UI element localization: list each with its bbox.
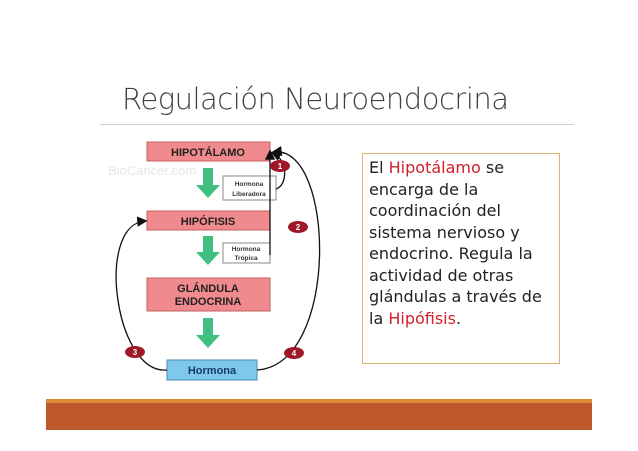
title-divider	[100, 124, 574, 125]
step-badges: 1 2 3 4	[125, 160, 308, 359]
description-box: El Hipotálamo se encarga de la coordinac…	[362, 153, 560, 364]
text-part: .	[455, 308, 462, 328]
svg-text:4: 4	[292, 349, 297, 358]
svg-text:1: 1	[278, 162, 283, 171]
slide-title: Regulación Neuroendocrina	[122, 82, 509, 116]
svg-text:HIPÓFISIS: HIPÓFISIS	[181, 215, 235, 228]
footer-bar	[46, 399, 592, 430]
svg-text:Trópica: Trópica	[234, 255, 258, 262]
hipofisis-box: HIPÓFISIS	[146, 210, 271, 231]
svg-text:ENDOCRINA: ENDOCRINA	[175, 296, 242, 308]
hormona-tropica-label: Hormona Trópica	[222, 242, 271, 264]
text-part: El	[369, 158, 389, 177]
svg-text:3: 3	[133, 348, 138, 357]
svg-text:2: 2	[296, 223, 301, 232]
svg-text:Liberadora: Liberadora	[232, 191, 266, 198]
svg-text:GLÁNDULA: GLÁNDULA	[177, 282, 239, 295]
hipotalamo-box: HIPOTÁLAMO	[146, 141, 271, 162]
text-part: se encarga de la coordinación del sistem…	[369, 158, 542, 328]
highlight-hipotalamo: Hipotálamo	[388, 158, 481, 177]
down-arrows	[196, 168, 220, 348]
hormona-box: Hormona	[166, 359, 258, 381]
highlight-hipofisis: Hipófisis	[388, 308, 456, 328]
hormona-liberadora-label: Hormona Liberadora	[222, 175, 277, 201]
svg-text:Hormona: Hormona	[188, 365, 237, 377]
svg-text:Hormona: Hormona	[235, 181, 264, 188]
glandula-box: GLÁNDULA ENDOCRINA	[146, 277, 271, 312]
svg-text:HIPOTÁLAMO: HIPOTÁLAMO	[171, 146, 245, 159]
feedback-arrows	[115, 145, 321, 371]
neuroendocrine-diagram: BioCancer.com HIPOTÁLAMO HIPÓFISIS GLÁND…	[108, 141, 321, 381]
svg-text:Hormona: Hormona	[232, 246, 261, 253]
watermark: BioCancer.com	[108, 163, 196, 178]
